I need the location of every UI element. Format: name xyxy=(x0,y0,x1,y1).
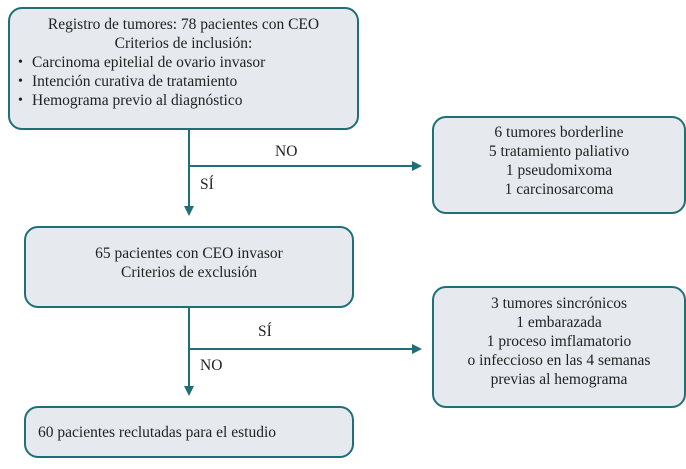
excluded-item: previas al hemograma xyxy=(490,371,628,388)
excluded-box-2: 3 tumores sincrónicos 1 embarazada 1 pro… xyxy=(432,286,686,408)
bullet-icon: • xyxy=(18,74,23,89)
excluded-item: 1 embarazada xyxy=(516,314,602,331)
list-item: • Intención curativa de tratamiento xyxy=(18,72,349,91)
bullet-icon: • xyxy=(18,93,23,108)
excluded-item: 1 proceso imflamatorio xyxy=(486,333,632,350)
inclusion-criteria-heading: Criterios de inclusión: xyxy=(114,35,253,52)
excluded-item: 1 pseudomixoma xyxy=(505,162,613,179)
registry-box: Registro de tumores: 78 pacientes con CE… xyxy=(8,7,359,130)
excluded-box-1: 6 tumores borderline 5 tratamiento palia… xyxy=(432,116,686,214)
inclusion-criterion: Carcinoma epitelial de ovario invasor xyxy=(32,54,266,71)
final-cohort-text: 60 pacientes reclutadas para el estudio xyxy=(38,424,276,441)
excluded-item: o infeccioso en las 4 semanas xyxy=(467,352,651,369)
second-branch-si-label: SÍ xyxy=(258,323,272,340)
excluded-item: 6 tumores borderline xyxy=(494,124,624,141)
invasive-count: 65 pacientes con CEO invasor xyxy=(95,245,283,262)
exclusion-criteria-heading: Criterios de exclusión xyxy=(120,264,258,281)
excluded-item: 1 carcinosarcoma xyxy=(504,181,614,198)
excluded-item: 5 tratamiento paliativo xyxy=(488,143,630,160)
bullet-icon: • xyxy=(18,55,23,70)
first-branch-si-label: SÍ xyxy=(200,176,214,193)
excluded-item: 3 tumores sincrónicos xyxy=(490,295,628,312)
inclusion-criterion: Intención curativa de tratamiento xyxy=(32,73,238,90)
first-branch-no-label: NO xyxy=(275,143,298,160)
final-box: 60 pacientes reclutadas para el estudio xyxy=(24,406,354,458)
inclusion-criterion: Hemograma previo al diagnóstico xyxy=(32,92,243,109)
inclusion-criteria-list: • Carcinoma epitelial de ovario invasor … xyxy=(18,53,349,110)
list-item: • Carcinoma epitelial de ovario invasor xyxy=(18,53,349,72)
list-item: • Hemograma previo al diagnóstico xyxy=(18,91,349,110)
second-branch-no-label: NO xyxy=(200,357,223,374)
registry-title: Registro de tumores: 78 pacientes con CE… xyxy=(47,16,320,33)
invasive-box: 65 pacientes con CEO invasor Criterios d… xyxy=(24,226,354,308)
